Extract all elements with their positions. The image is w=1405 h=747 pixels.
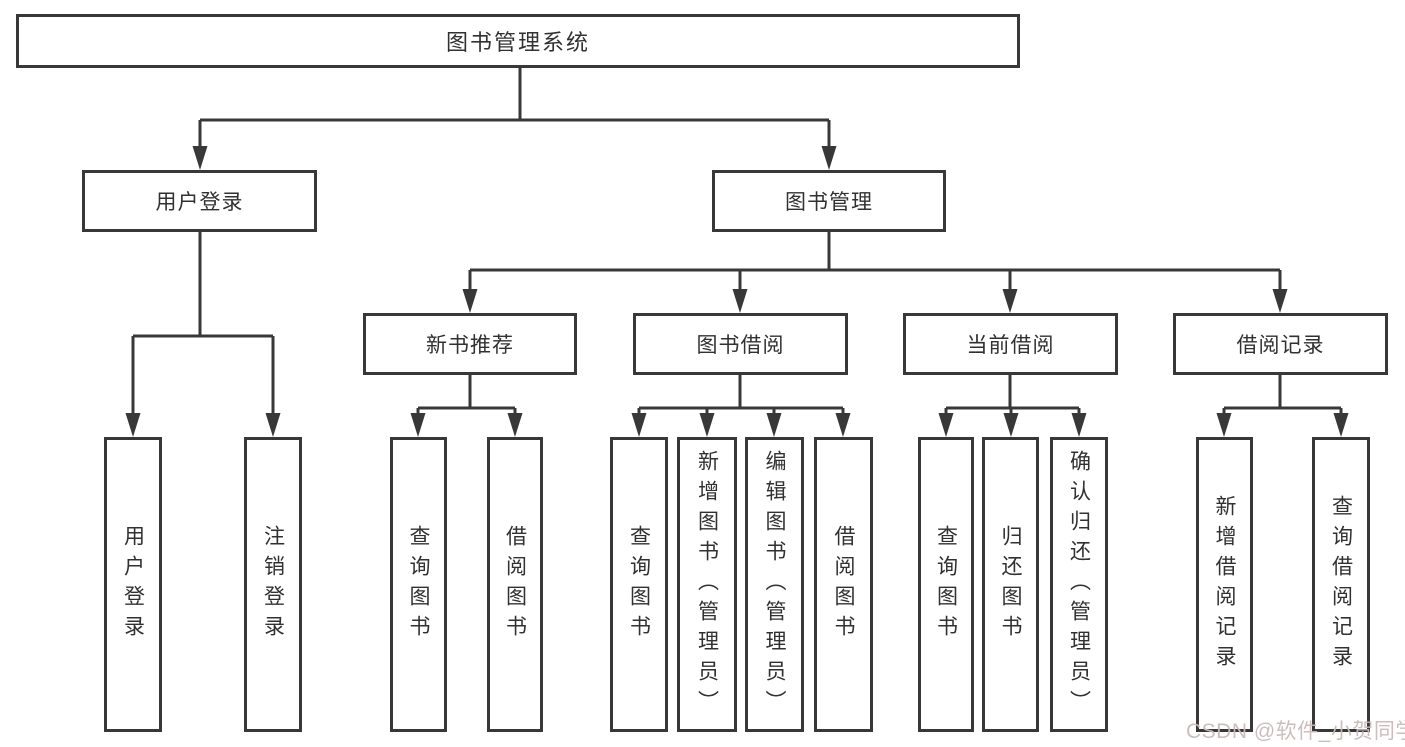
node-book-borrow-label: 图书借阅 [696, 334, 785, 357]
leaf-query-books-newbook-label: 查询图书 [407, 524, 430, 645]
node-current-borrow: 当前借阅 [903, 313, 1118, 375]
node-book-borrow: 图书借阅 [633, 313, 848, 375]
node-root: 图书管理系统 [16, 14, 1020, 68]
leaf-user-login: 用户登录 [104, 437, 162, 732]
leaf-logout-label: 注销登录 [261, 524, 285, 645]
leaf-borrow-books-newbook: 借阅图书 [487, 437, 543, 732]
arrowheads [125, 146, 1349, 437]
node-new-book-recommend: 新书推荐 [363, 313, 577, 375]
leaf-edit-book-admin-label: 编辑图书（管理员） [763, 449, 786, 720]
leaf-edit-book-admin: 编辑图书（管理员） [745, 437, 804, 732]
leaf-query-books-newbook: 查询图书 [390, 437, 447, 732]
node-book-management-label: 图书管理 [785, 191, 873, 214]
leaf-query-borrow-record-label: 查询借阅记录 [1329, 494, 1353, 675]
leaf-return-books-label: 归还图书 [999, 524, 1022, 645]
leaf-logout: 注销登录 [244, 437, 302, 732]
leaf-confirm-return-admin: 确认归还（管理员） [1050, 437, 1108, 732]
node-borrow-records: 借阅记录 [1173, 313, 1388, 375]
leaf-borrow-books-newbook-label: 借阅图书 [503, 524, 527, 645]
leaf-query-books-borrow: 查询图书 [610, 437, 668, 732]
leaf-query-books-current: 查询图书 [918, 437, 974, 732]
watermark: CSDN @软件_小贺同学 [1186, 720, 1405, 743]
leaf-user-login-label: 用户登录 [121, 524, 145, 645]
node-user-login-label: 用户登录 [155, 191, 244, 214]
leaf-query-books-current-label: 查询图书 [934, 524, 958, 645]
leaf-add-book-admin: 新增图书（管理员） [677, 437, 737, 732]
node-current-borrow-label: 当前借阅 [966, 334, 1055, 357]
node-root-label: 图书管理系统 [445, 30, 590, 55]
leaf-return-books: 归还图书 [982, 437, 1039, 732]
leaf-add-book-admin-label: 新增图书（管理员） [695, 449, 719, 720]
leaf-query-books-borrow-label: 查询图书 [627, 524, 651, 645]
connector-lines [131, 68, 1343, 417]
node-borrow-records-label: 借阅记录 [1236, 334, 1325, 357]
leaf-borrow-books-borrow-label: 借阅图书 [832, 524, 855, 645]
leaf-confirm-return-admin-label: 确认归还（管理员） [1067, 449, 1091, 720]
node-new-book-recommend-label: 新书推荐 [426, 334, 514, 357]
leaf-query-borrow-record: 查询借阅记录 [1312, 437, 1370, 732]
leaf-add-borrow-record: 新增借阅记录 [1196, 437, 1253, 732]
leaf-borrow-books-borrow: 借阅图书 [814, 437, 873, 732]
node-user-login: 用户登录 [82, 170, 317, 232]
leaf-add-borrow-record-label: 新增借阅记录 [1213, 494, 1236, 675]
node-book-management: 图书管理 [712, 170, 946, 232]
